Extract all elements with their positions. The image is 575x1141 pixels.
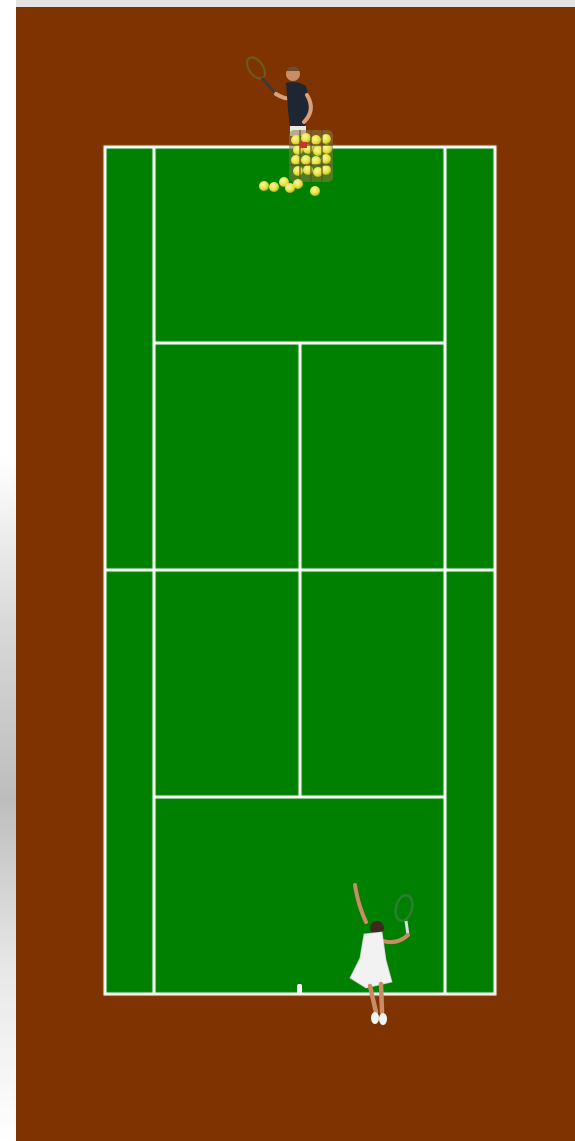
coach-figure: [243, 54, 312, 136]
coach-shirt: [286, 82, 312, 128]
ball-basket: [289, 130, 333, 182]
center-mark: [297, 984, 302, 994]
coach-racket: [243, 54, 276, 94]
